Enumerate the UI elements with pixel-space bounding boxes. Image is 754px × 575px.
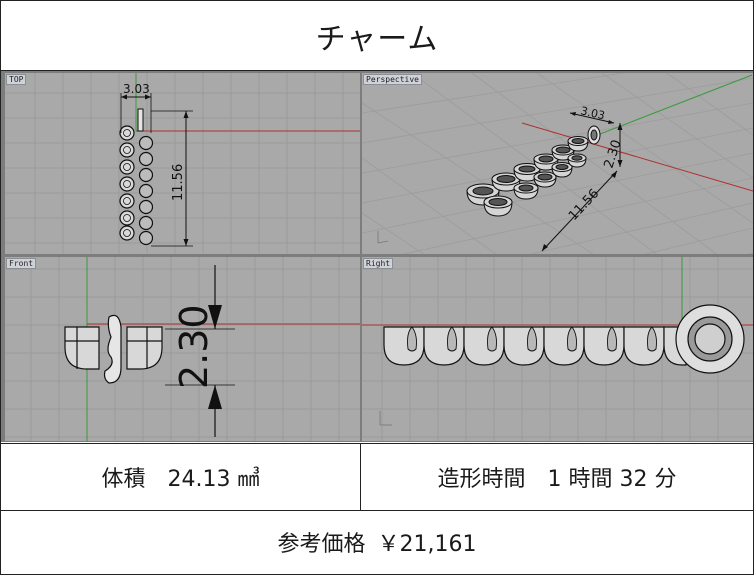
perspective-viewport-label: Perspective <box>363 74 422 85</box>
perspective-length-dimension: 11.56 <box>566 186 602 223</box>
perspective-height-dimension: 2.30 <box>602 138 625 170</box>
volume-label: 体積 <box>101 467 146 492</box>
front-viewport[interactable]: 2.30 Front <box>5 257 360 441</box>
volume-value: 24.13 ㎣ <box>167 467 260 492</box>
bead-column-left <box>119 125 135 241</box>
volume-cell: 体積 24.13 ㎣ <box>1 444 361 510</box>
perspective-view-drawing: 3.03 2.30 11.56 <box>362 73 753 254</box>
price-value: ￥21,161 <box>377 532 477 557</box>
front-viewport-label: Front <box>6 258 37 269</box>
reference-price-row: 参考価格 ￥21,161 <box>1 510 753 574</box>
top-view-drawing: 3.03 11.56 <box>5 73 360 254</box>
ring-loop <box>137 108 144 132</box>
bead-column-right <box>138 135 154 246</box>
top-viewport[interactable]: 3.03 11.56 TOP <box>5 73 360 254</box>
right-view-drawing <box>362 257 753 441</box>
front-height-dimension: 2.30 <box>172 304 216 389</box>
build-time-cell: 造形時間 1 時間 32 分 <box>361 444 753 510</box>
perspective-viewport[interactable]: 3.03 2.30 11.56 Perspective <box>362 73 753 254</box>
axis-gizmo-icon <box>379 411 392 426</box>
spec-info-row: 体積 24.13 ㎣ 造形時間 1 時間 32 分 <box>1 443 753 511</box>
top-width-dimension: 3.03 <box>123 82 150 96</box>
price-label: 参考価格 <box>277 532 366 557</box>
axis-gizmo-icon <box>377 231 389 244</box>
page-title: チャーム <box>1 1 753 71</box>
right-viewport[interactable]: Right <box>362 257 753 441</box>
perspective-width-dimension: 3.03 <box>579 104 606 122</box>
build-time-value: 1 時間 32 分 <box>547 467 677 492</box>
viewport-grid: 3.03 11.56 TOP <box>1 71 753 442</box>
right-viewport-label: Right <box>363 258 394 269</box>
front-view-drawing: 2.30 <box>5 257 360 441</box>
y-axis-line <box>576 74 753 144</box>
right-ring <box>675 304 745 374</box>
top-viewport-label: TOP <box>6 74 27 85</box>
build-time-label: 造形時間 <box>437 467 526 492</box>
top-length-dimension: 11.56 <box>171 164 186 201</box>
front-cups <box>64 314 163 384</box>
x-axis-line <box>521 122 753 192</box>
